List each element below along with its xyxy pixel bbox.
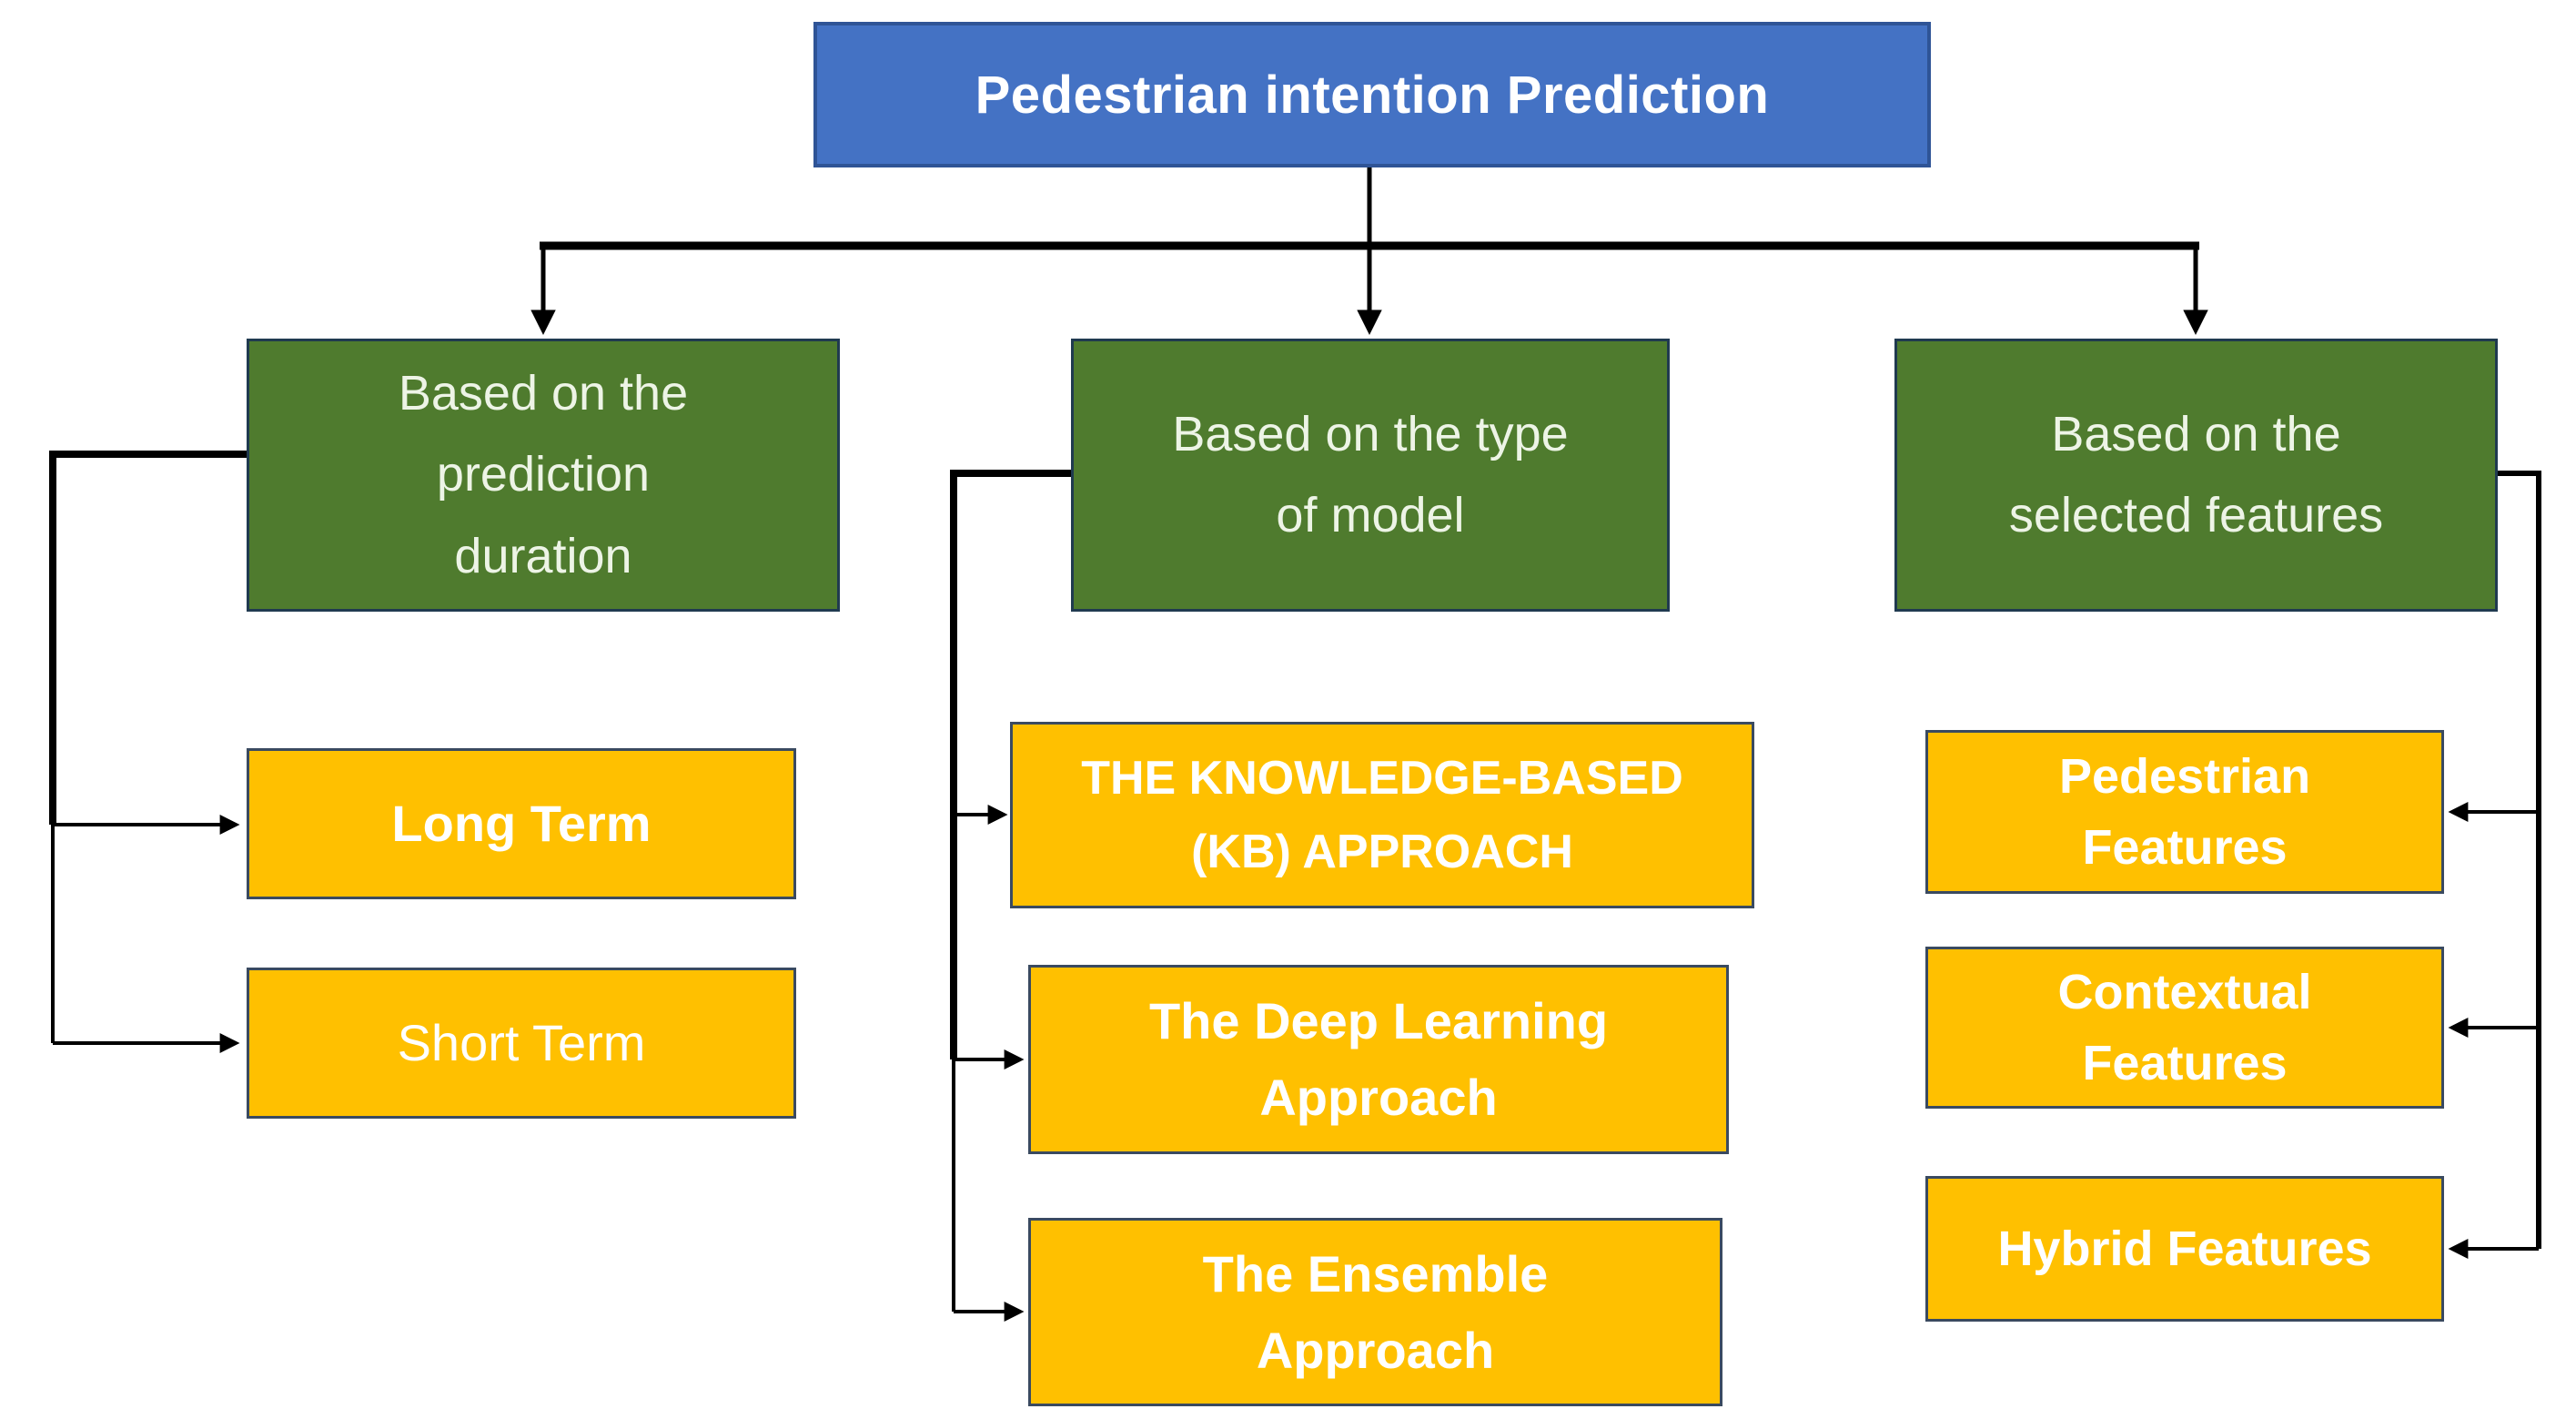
root-node: Pedestrian intention Prediction [813,22,1931,167]
category-node-model-type: Based on the type of model [1071,339,1670,612]
category-node-prediction-duration: Based on the prediction duration [247,339,840,612]
leaf-node-hybrid-features: Hybrid Features [1925,1176,2444,1322]
leaf-node-kb-approach: THE KNOWLEDGE-BASED (KB) APPROACH [1010,722,1754,908]
leaf-node-ensemble: The Ensemble Approach [1028,1218,1722,1406]
category-node-selected-features: Based on the selected features [1894,339,2498,612]
connector-duration-trunk [49,451,247,825]
leaf-node-contextual-features: Contextual Features [1925,947,2444,1109]
connector-features-trunk [2498,471,2541,1249]
leaf-node-pedestrian-features: Pedestrian Features [1925,730,2444,894]
leaf-node-deep-learning: The Deep Learning Approach [1028,965,1729,1154]
leaf-node-long-term: Long Term [247,748,796,899]
leaf-node-short-term: Short Term [247,968,796,1119]
